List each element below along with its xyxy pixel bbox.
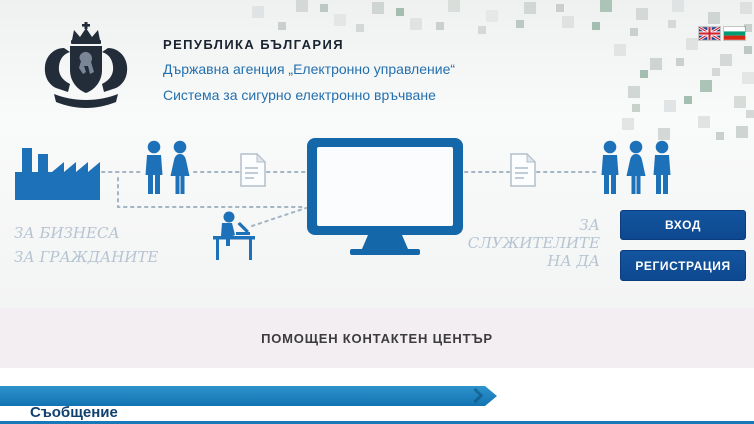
contact-center-strip: ПОМОЩЕН КОНТАКТЕН ЦЕНТЪР	[0, 308, 754, 368]
bg-flag-icon[interactable]	[724, 27, 745, 40]
contact-center-link[interactable]: ПОМОЩЕН КОНТАКТЕН ЦЕНТЪР	[261, 330, 493, 346]
operator-at-desk-icon	[213, 211, 255, 260]
mosaic-decoration	[0, 0, 8, 8]
document-icon	[240, 153, 266, 187]
coat-of-arms-icon	[44, 22, 128, 108]
man-icon	[145, 140, 163, 194]
message-ribbon-bar	[0, 386, 497, 406]
audience-caption-right: ЗА СЛУЖИТЕЛИТЕ НА ДА	[467, 216, 600, 270]
man-icon	[601, 140, 619, 194]
register-button[interactable]: РЕГИСТРАЦИЯ	[620, 250, 746, 281]
monitor-icon	[307, 138, 463, 255]
illustration	[0, 128, 754, 306]
country-title: РЕПУБЛИКА БЪЛГАРИЯ	[163, 37, 344, 52]
mosaic-decoration	[0, 0, 12, 12]
audience-caption-left: ЗА БИЗНЕСА ЗА ГРАЖДАНИТЕ	[14, 221, 158, 269]
agency-title: Държавна агенция „Електронно управление“	[163, 61, 456, 77]
document-icon	[510, 153, 536, 187]
system-title: Система за сигурно електронно връчване	[163, 87, 436, 103]
caption-business: ЗА БИЗНЕСА	[14, 224, 120, 242]
uk-flag-icon[interactable]	[699, 27, 720, 40]
header-banner: РЕПУБЛИКА БЪЛГАРИЯ Държавна агенция „Еле…	[0, 0, 754, 308]
message-title: Съобщение	[30, 404, 118, 421]
section-divider	[0, 421, 754, 424]
caption-citizens: ЗА ГРАЖДАНИТЕ	[14, 248, 159, 266]
login-button[interactable]: ВХОД	[620, 210, 746, 240]
woman-icon	[626, 140, 646, 194]
coat-of-arms[interactable]	[34, 22, 138, 118]
factory-icon	[15, 148, 100, 200]
woman-icon	[170, 140, 190, 194]
man-icon	[653, 140, 671, 194]
